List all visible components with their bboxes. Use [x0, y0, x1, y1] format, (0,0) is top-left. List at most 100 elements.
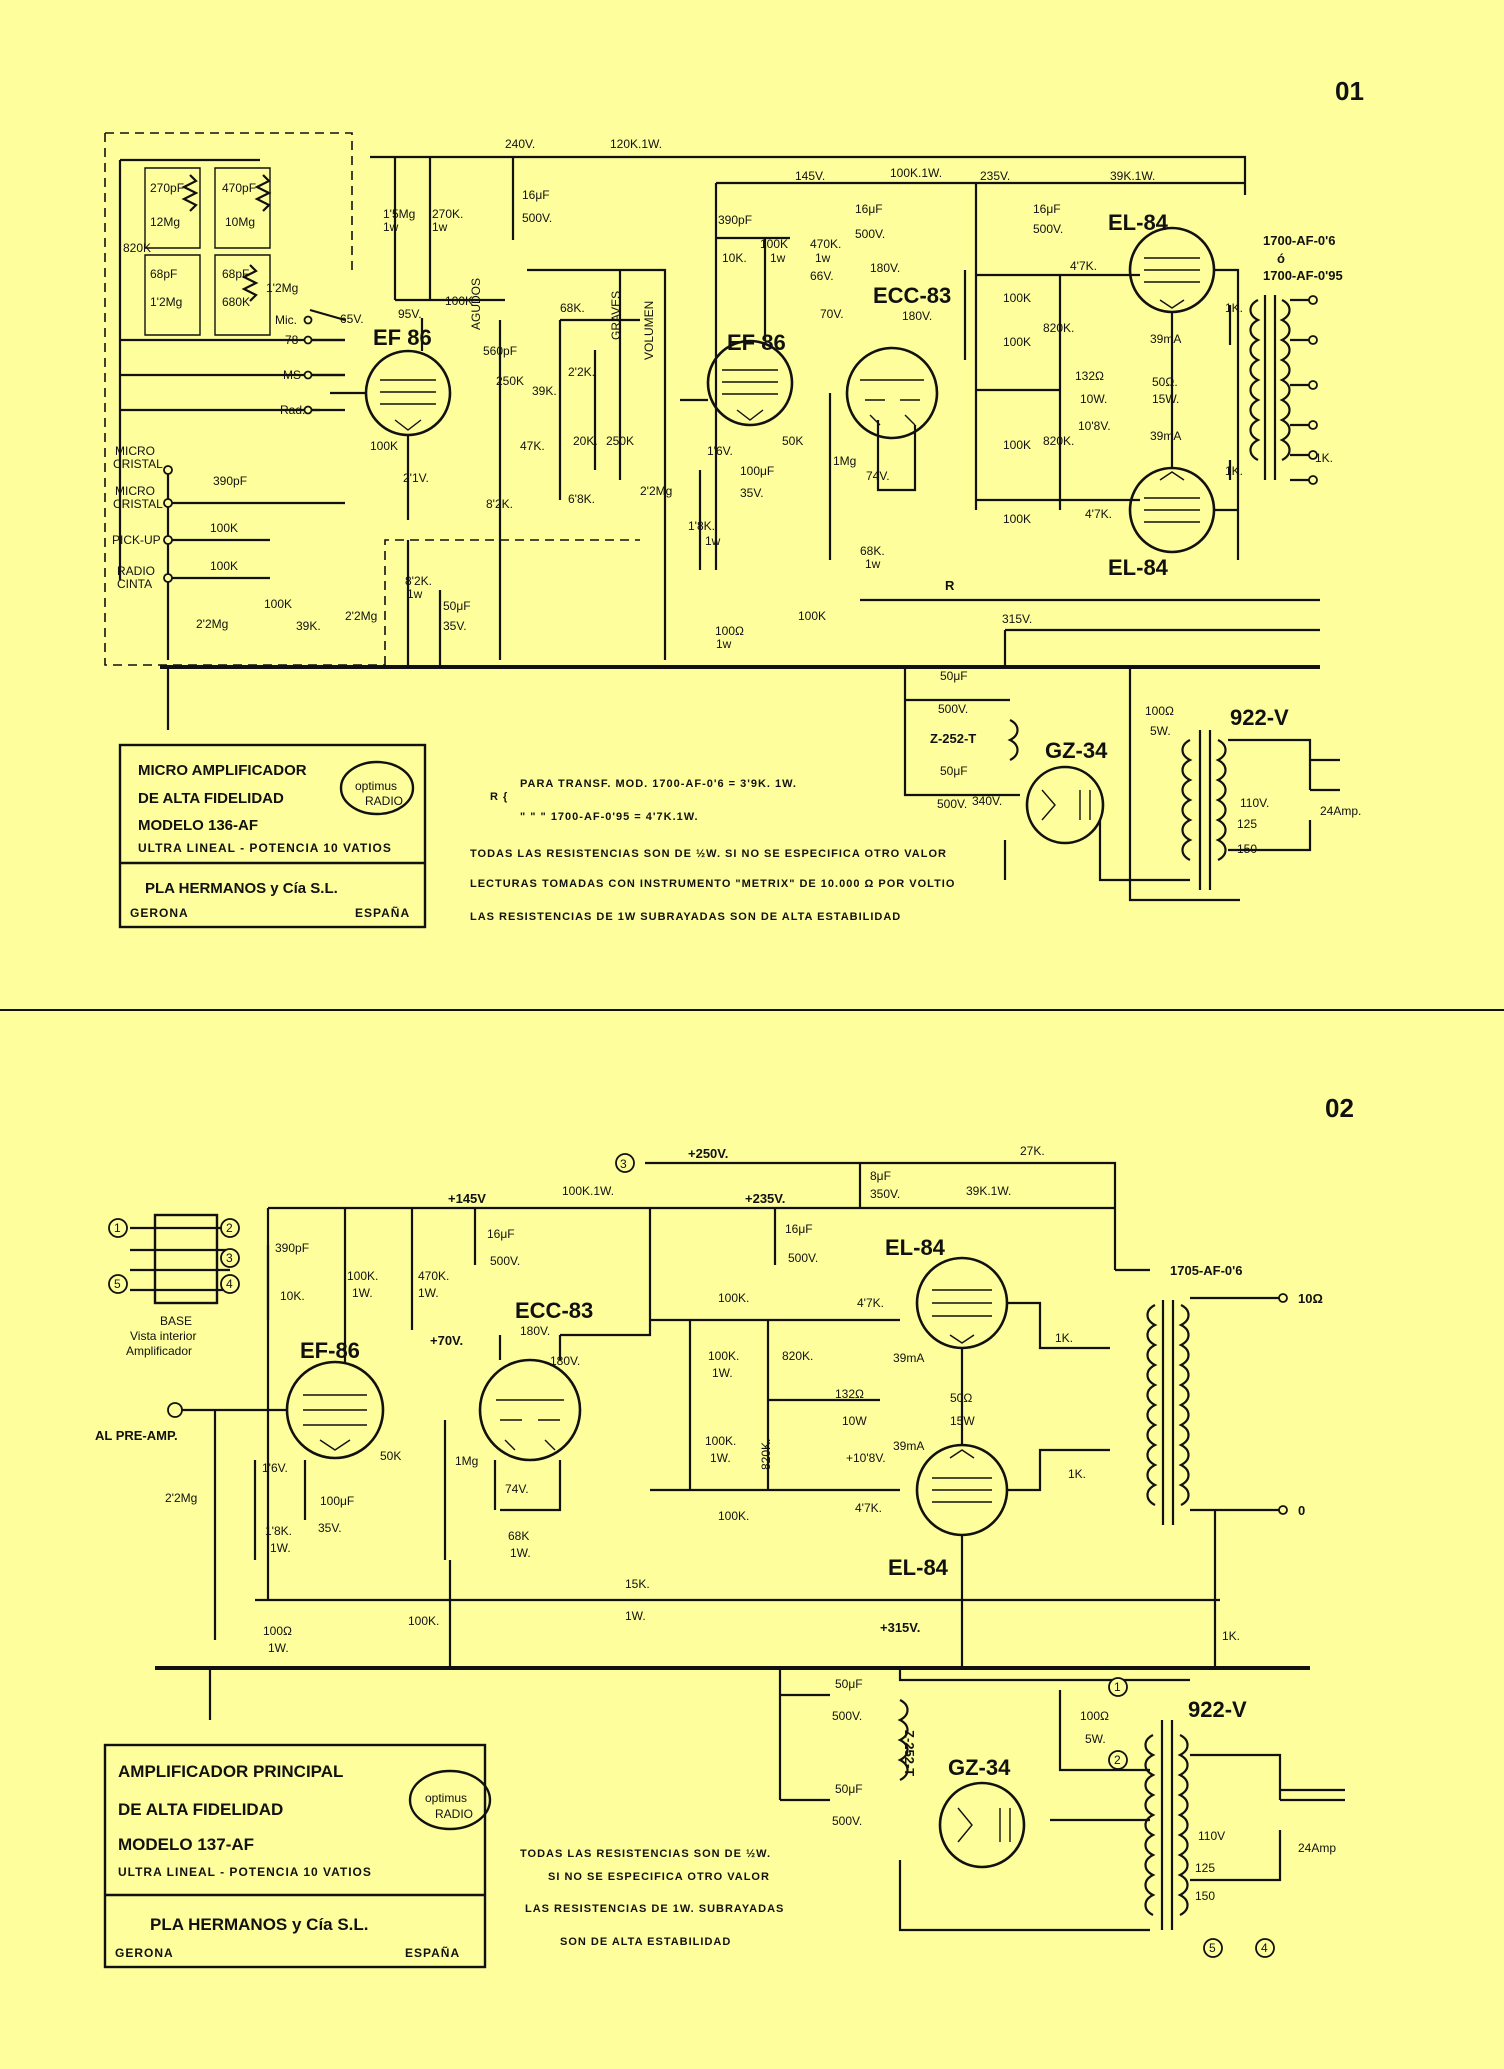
logo-02-radio: RADIO [435, 1807, 473, 1821]
res-label-10w-02: 10W [842, 1414, 867, 1428]
cap-label-470pf: 470pF [222, 181, 256, 195]
current-label-39ma-02a: 39mA [893, 1351, 924, 1365]
title-02-model: MODELO 137-AF [118, 1835, 254, 1854]
note-high-stability: LAS RESISTENCIAS DE 1W SUBRAYADAS SON DE… [470, 911, 901, 923]
res-label-1w-02b: 1W. [418, 1286, 439, 1300]
tube-label-ecc83-01: ECC-83 [873, 283, 951, 308]
cap-label-35v-02: 35V. [318, 1521, 342, 1535]
res-label-10w: 10W. [1080, 392, 1107, 406]
power-transformer-02 [898, 1690, 1282, 1932]
volt-label-315v: 315V. [1002, 612, 1032, 626]
cap-label-68pf-a: 68pF [150, 267, 177, 281]
transformer-label-922v-02: 922-V [1188, 1697, 1247, 1722]
input-label-micro-cristal-1a: MICRO [115, 444, 155, 458]
res-label-470k-02: 470K. [418, 1269, 449, 1283]
res-label-15mg-plate: 1'5Mg [383, 207, 415, 221]
volt-label-180v-a: 180V. [870, 261, 900, 275]
volt-label-74v-02: 74V. [505, 1482, 529, 1496]
res-label-47k-b: 4'7K. [1085, 507, 1112, 521]
current-label-39ma-b: 39mA [1150, 429, 1181, 443]
volt-label-315v-02: +315V. [880, 1620, 920, 1635]
res-label-100ohm-hum-02: 100Ω [1080, 1709, 1109, 1723]
cap-label-500v-e: 500V. [937, 797, 967, 811]
connector-2-label: 2 [1114, 1753, 1121, 1767]
mains-plug-02 [1280, 1788, 1345, 1802]
res-label-22mg-02: 2'2Mg [165, 1491, 197, 1505]
res-label-10k-b: 10K. [722, 251, 747, 265]
res-label-68k-tone-b: 6'8K. [568, 492, 595, 506]
res-label-1w-02g: 1W. [712, 1366, 733, 1380]
cap-label-16uf-b: 16μF [855, 202, 883, 216]
transformer-label-1705-af-06: 1705-AF-0'6 [1170, 1263, 1242, 1278]
tube-gz34-01 [1025, 765, 1105, 845]
current-label-39ma-a: 39mA [1150, 332, 1181, 346]
res-label-100k-02a: 100K. [347, 1269, 378, 1283]
cap-label-500v-02c: 500V. [832, 1709, 862, 1723]
res-label-12mg-c: 1'2Mg [266, 281, 298, 295]
title-block-01 [118, 743, 427, 929]
ef86-second-01-wiring [680, 236, 790, 570]
cap-label-560pf: 560pF [483, 344, 517, 358]
choke-coil-02 [897, 1699, 909, 1781]
note-resistances: TODAS LAS RESISTENCIAS SON DE ½W. SI NO … [470, 848, 947, 860]
volt-label-250v: +250V. [688, 1146, 728, 1161]
note-r-line2: " " " 1700-AF-0'95 = 4'7K.1W. [520, 811, 699, 823]
volt-label-240v: 240V. [505, 137, 535, 151]
ht-315v-line-01 [1003, 628, 1320, 667]
res-label-100k-gnd: 100K [798, 609, 826, 623]
volt-label-180v-02b: 180V. [550, 1354, 580, 1368]
el84-02-wiring [960, 1268, 1150, 1668]
res-label-22mg-vol: 2'2Mg [640, 484, 672, 498]
cap-label-500v-02a: 500V. [490, 1254, 520, 1268]
res-label-1w-02d: 1W. [268, 1641, 289, 1655]
cap-label-8uf: 8μF [870, 1169, 891, 1183]
cap-label-500v-02d: 500V. [832, 1814, 862, 1828]
res-label-100k-1w-02b: 100K. [708, 1349, 739, 1363]
res-label-100k-1w-02: 100K.1W. [562, 1184, 614, 1198]
transformer-label-or: ó [1277, 251, 1285, 266]
connector-1-marker [1108, 1677, 1128, 1697]
mains-plug-01 [1310, 758, 1340, 792]
res-label-68k-02: 68K [508, 1529, 529, 1543]
title-02-city: GERONA [115, 1946, 174, 1960]
base-connector-diagram [108, 1213, 240, 1305]
res-label-1k-02a: 1K. [1055, 1331, 1073, 1345]
cap-label-50uf: 50μF [443, 599, 471, 613]
input-label-cinta: CINTA [117, 577, 152, 591]
tube-label-gz34-02: GZ-34 [948, 1755, 1011, 1780]
res-label-50ohm: 50Ω. [1152, 375, 1178, 389]
tap-label-125: 125 [1237, 817, 1257, 831]
res-label-47k-02b: 4'7K. [855, 1501, 882, 1515]
connector-1-label: 1 [1114, 1680, 1121, 1694]
transformer-label-1700-af-06: 1700-AF-0'6 [1263, 233, 1335, 248]
transformer-label-922v-01: 922-V [1230, 705, 1289, 730]
transformer-label-1700-af-095: 1700-AF-0'95 [1263, 268, 1343, 283]
volt-label-340v: 340V. [972, 794, 1002, 808]
tube-ecc83-02 [478, 1358, 582, 1462]
el84-01-wiring [1170, 268, 1240, 560]
res-label-100k-cathode: 100K [370, 439, 398, 453]
title-01-line1: MICRO AMPLIFICADOR [138, 762, 307, 779]
cap-label-16uf-02b: 16μF [785, 1222, 813, 1236]
res-label-15w: 15W. [1152, 392, 1179, 406]
output-transformer-01 [1249, 295, 1318, 485]
volt-label-66v: 66V. [810, 269, 834, 283]
res-label-1k-02c: 1K. [1222, 1629, 1240, 1643]
volt-label-145v: 145V. [795, 169, 825, 183]
res-label-12mg-b: 1'2Mg [150, 295, 182, 309]
res-label-39k-1w: 39K.1W. [1110, 169, 1155, 183]
tone-label-graves: GRAVES [609, 291, 623, 340]
note-02-line1: TODAS LAS RESISTENCIAS SON DE ½W. [520, 1848, 771, 1860]
title-02-subtitle: ULTRA LINEAL - POTENCIA 10 VATIOS [118, 1865, 372, 1879]
res-label-820k-ps-b: 820K. [1043, 434, 1074, 448]
res-label-1w-e: 1w [815, 251, 831, 265]
power-transformer-01 [1003, 667, 1312, 902]
res-label-1k-b: 1K. [1225, 464, 1243, 478]
volt-label-74v: 74V. [866, 469, 890, 483]
cap-label-35v-b: 35V. [740, 486, 764, 500]
cap-label-390pf-b: 390pF [718, 213, 752, 227]
tube-label-ef86-02: EF-86 [300, 1338, 360, 1363]
choke-label-z252t: Z-252-T [930, 731, 976, 746]
res-label-100k-ps-b: 100K [1003, 335, 1031, 349]
cap-label-82k-tone: 8'2K. [486, 497, 513, 511]
